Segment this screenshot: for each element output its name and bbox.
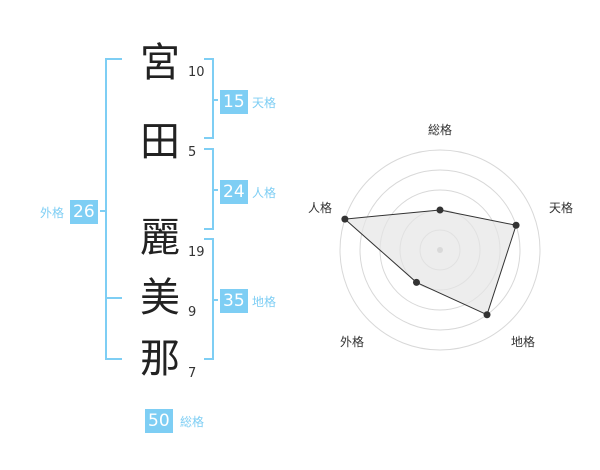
gaikaku-label: 外格 [40, 206, 65, 220]
radar-point-0 [436, 206, 444, 214]
stroke-count-5: 7 [188, 366, 197, 381]
chikaku-label: 地格 [252, 295, 277, 309]
chikaku-badge: 35 [220, 289, 248, 313]
name-char-2: 田 [140, 119, 180, 165]
radar-ring [359, 169, 521, 331]
stroke-count-1: 10 [188, 65, 205, 80]
tenkaku-badge: 15 [220, 90, 248, 114]
stroke-count-3: 19 [188, 245, 205, 260]
radar-axis-label-tenkaku: 天格 [549, 200, 573, 215]
radar-point-1 [512, 221, 520, 229]
name-char-3: 麗 [140, 215, 180, 261]
name-char-1: 宮 [140, 40, 180, 86]
gaikaku-badge: 26 [70, 200, 98, 224]
name-char-4: 美 [140, 275, 180, 321]
radar-point-2 [483, 311, 491, 319]
radar-point-4 [341, 215, 349, 223]
radar-axis-label-gaikaku: 外格 [340, 334, 364, 349]
name-char-5: 那 [140, 336, 180, 382]
radar-chart: 総格 天格 地格 外格 人格 [308, 122, 573, 351]
radar-axis-label-jinkaku: 人格 [308, 200, 332, 215]
stroke-count-4: 9 [188, 305, 197, 320]
stroke-count-2: 5 [188, 145, 197, 160]
jinkaku-label: 人格 [252, 186, 277, 200]
radar-ring [339, 149, 541, 351]
tenkaku-label: 天格 [252, 96, 277, 110]
soukaku-label: 総格 [180, 415, 205, 429]
radar-axis-label-soukaku: 総格 [428, 122, 452, 137]
soukaku-badge: 50 [145, 409, 173, 433]
radar-series-polygon [343, 209, 517, 316]
radar-point-3 [412, 278, 420, 286]
jinkaku-badge: 24 [220, 180, 248, 204]
radar-axis-label-chikaku: 地格 [511, 334, 535, 349]
